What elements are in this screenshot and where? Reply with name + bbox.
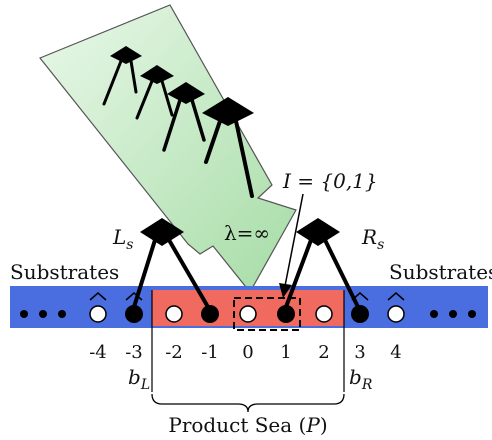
product-sea-text: Product Sea (: [168, 413, 306, 437]
motor-walker-2: [135, 65, 174, 120]
site-index-label: -1: [201, 342, 219, 363]
site-index-label: 2: [318, 342, 329, 363]
site-index-label: 1: [280, 342, 291, 363]
site-minus-4: [89, 292, 107, 323]
site-4: [387, 292, 405, 323]
site-minus-1: [201, 305, 219, 323]
ellipsis-dot: [20, 310, 28, 318]
i-set-pointer-arrow: [279, 193, 304, 298]
bl-main: b: [128, 365, 141, 389]
site-index-label: -4: [89, 342, 107, 363]
rs-sub: s: [377, 237, 384, 253]
br-label: bR: [349, 365, 373, 393]
site-index-label: -3: [125, 342, 143, 363]
product-sea-var: P: [305, 413, 320, 437]
i-set-text: I = {0,1}: [282, 169, 378, 193]
site-1: [277, 305, 295, 323]
motor-walker-3: [162, 82, 206, 152]
ellipsis-dot: [449, 310, 457, 318]
motor-left-bound: [132, 218, 210, 309]
site-2: [315, 305, 333, 323]
product-sea-close: ): [320, 413, 328, 437]
substrates-left-label: Substrates: [10, 260, 119, 284]
bl-label: bL: [128, 365, 150, 393]
site-minus-3: [125, 292, 143, 323]
site-index-label: 3: [354, 342, 365, 363]
site-index-label: 0: [242, 342, 253, 363]
i-set-label: I = {0,1}: [282, 169, 378, 193]
motor-right-bound: [284, 218, 360, 309]
rs-label: Rs: [361, 225, 384, 253]
motor-walker-1: [102, 46, 142, 106]
site-index-label: 4: [390, 342, 401, 363]
product-sea-label: Product Sea (P): [168, 413, 327, 437]
substrates-right-label: Substrates: [389, 260, 492, 284]
bl-sub: L: [140, 377, 150, 393]
site-index-label: -2: [165, 342, 183, 363]
injection-funnel-arrow: [39, 4, 297, 294]
br-sub: R: [361, 377, 373, 393]
ellipsis-dot: [39, 310, 47, 318]
ellipsis-dot: [430, 310, 438, 318]
ellipsis-dot: [468, 310, 476, 318]
lambda-label: λ=∞: [224, 221, 270, 245]
motor-walker-4: [202, 97, 254, 198]
ls-main: L: [112, 225, 126, 249]
ls-label: Ls: [112, 225, 133, 253]
initial-sites-box: [233, 297, 301, 331]
ellipsis-dot: [58, 310, 66, 318]
site-0: [239, 305, 257, 323]
rs-main: R: [361, 225, 377, 249]
ls-sub: s: [126, 237, 133, 253]
site-minus-2: [165, 305, 183, 323]
br-main: b: [349, 365, 362, 389]
product-sea-brace: [151, 393, 345, 413]
